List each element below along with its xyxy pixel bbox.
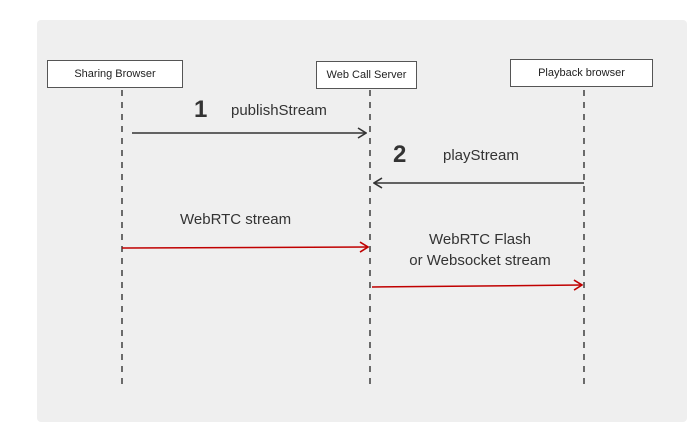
label-line-2: or Websocket stream: [409, 252, 551, 269]
label-flash-websocket-stream: WebRTC Flash or Websocket stream: [400, 229, 560, 271]
label-line-1: WebRTC Flash: [429, 231, 531, 248]
actor-playback-browser: Playback browser: [510, 59, 653, 87]
label-publish-stream: publishStream: [231, 102, 327, 119]
arrow-flash-websocket-stream: [371, 285, 582, 287]
actor-web-call-server: Web Call Server: [316, 61, 417, 89]
step-number-1: 1: [194, 96, 208, 123]
label-play-stream: playStream: [443, 147, 519, 164]
actor-sharing-browser: Sharing Browser: [47, 60, 183, 88]
step-number-2: 2: [393, 141, 407, 168]
arrow-webrtc-stream: [121, 247, 368, 248]
label-webrtc-stream: WebRTC stream: [180, 211, 292, 228]
